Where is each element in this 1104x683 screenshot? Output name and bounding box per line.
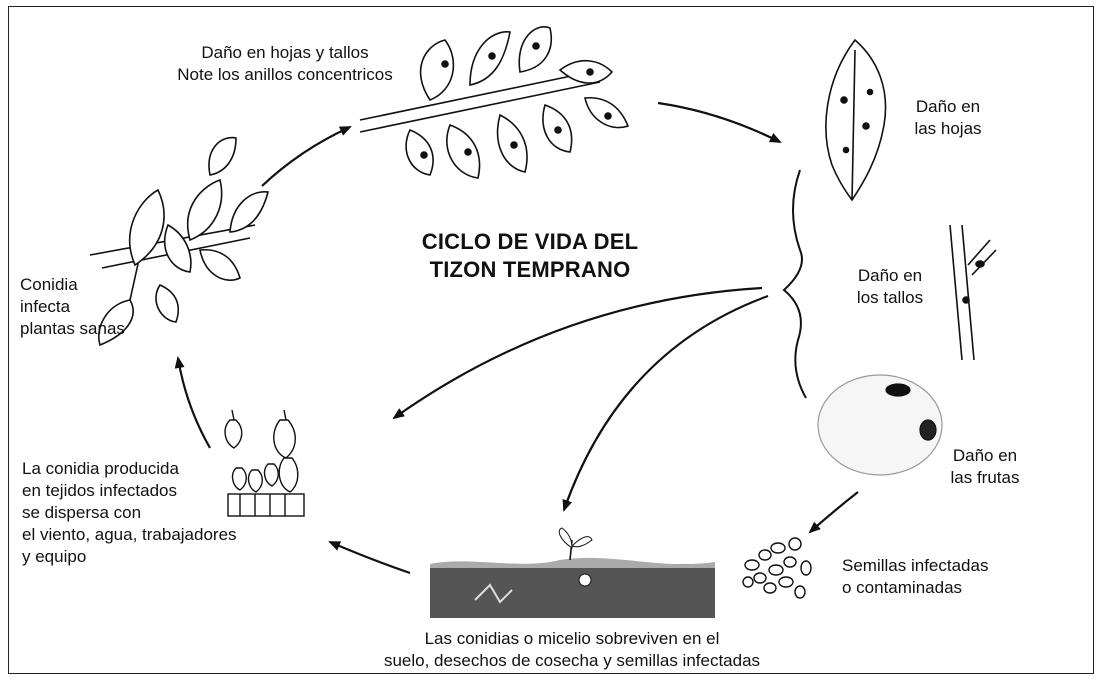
arrow-conidia-to-plant xyxy=(174,356,211,449)
label-leaf-damage: Daño en las hojas xyxy=(914,97,982,138)
arrow-plant-to-damaged-branch xyxy=(261,126,352,187)
symptom-brace xyxy=(782,169,807,399)
damaged-branch xyxy=(359,26,630,179)
damaged-stem xyxy=(949,224,997,361)
label-conidia-dispersal: La conidia producida en tejidos infectad… xyxy=(22,459,237,566)
soil-block xyxy=(430,527,715,618)
label-fruit-damage: Daño en las frutas xyxy=(950,446,1020,487)
arrow-branch-to-leaf xyxy=(657,101,782,143)
healthy-plant xyxy=(89,136,270,347)
conidia-cluster xyxy=(224,409,305,517)
label-leaf-stem-damage: Daño en hojas y tallos Note los anillos … xyxy=(177,43,393,84)
damaged-fruit xyxy=(817,374,943,476)
label-soil-survival: Las conidias o micelio sobreviven en el … xyxy=(383,629,761,670)
diagram-title: CICLO DE VIDA DEL TIZON TEMPRANO xyxy=(421,229,639,282)
arrow-center-to-conidia xyxy=(392,286,763,420)
label-conidia-infects: Conidia infecta plantas sanas xyxy=(20,275,125,338)
label-stem-damage: Daño en los tallos xyxy=(856,266,924,307)
diagram-frame xyxy=(8,6,1094,674)
damaged-leaf xyxy=(825,38,887,202)
infected-seeds xyxy=(742,537,812,599)
arrow-soil-to-conidia xyxy=(328,540,411,575)
arrow-center-to-soil xyxy=(562,294,769,512)
label-infected-seeds: Semillas infectadas o contaminadas xyxy=(842,556,989,597)
arrow-fruit-to-seeds xyxy=(808,491,859,534)
